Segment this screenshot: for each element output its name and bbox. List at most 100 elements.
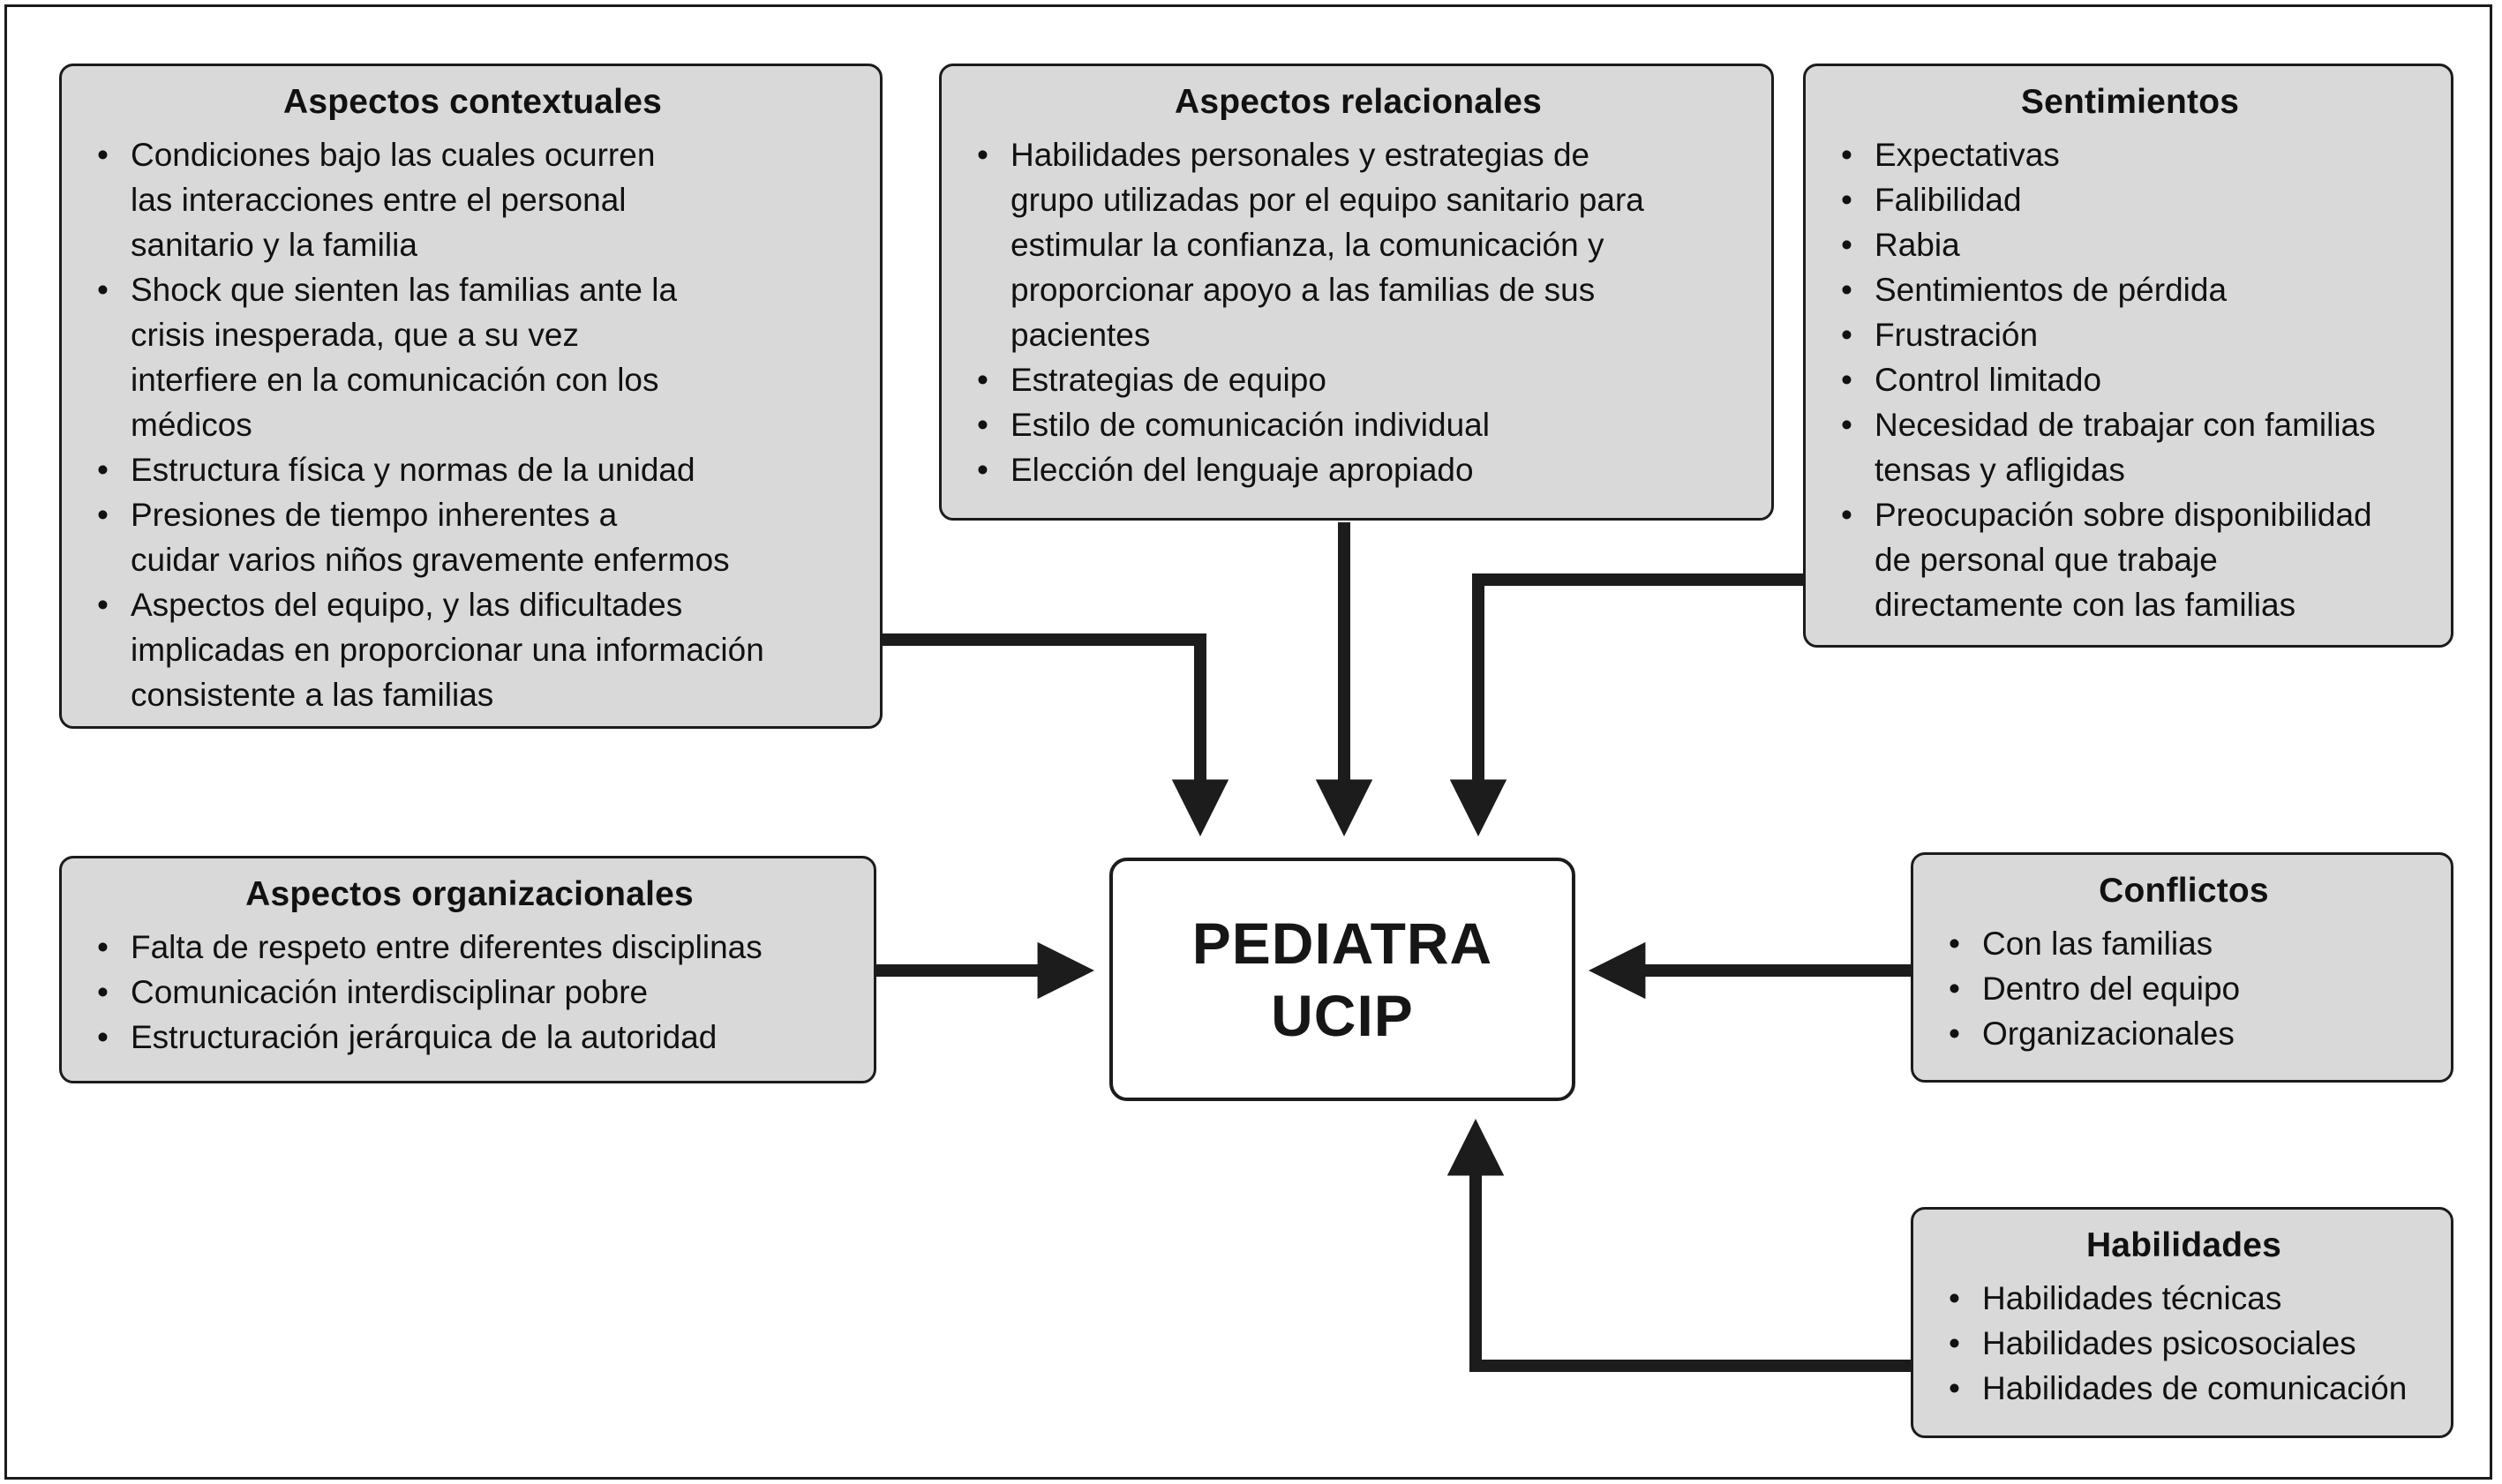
bullet-item: • Estrategias de equipo [965, 357, 1752, 402]
bullet-text: Habilidades personales y estrategias de … [1011, 136, 1644, 353]
bullet-icon: • [1841, 406, 1852, 443]
bullet-item: • Estructuración jerárquica de la autorid… [85, 1015, 854, 1060]
box-sentimientos: Sentimientos • Expectativas • Falibilidad • R… [1803, 64, 2453, 648]
bullet-icon: • [1949, 1324, 1960, 1361]
bullet-text: Preocupación sobre disponibilidad de per… [1875, 496, 2372, 623]
bullet-item: • Habilidades de comunicación [1936, 1366, 2431, 1411]
box-aspectos-organizacionales: Aspectos organizacionales • Falta de resp… [59, 856, 876, 1083]
bullet-icon: • [97, 496, 109, 533]
bullet-item: • Rabia [1829, 222, 2431, 267]
box-title: Aspectos organizacionales [245, 875, 694, 913]
bullet-text: Frustración [1875, 316, 2039, 353]
bullet-text: Shock que sienten las familias ante la c… [131, 271, 678, 443]
bullet-text: Comunicación interdisciplinar pobre [131, 973, 649, 1010]
bullet-text: Condiciones bajo las cuales ocurren las … [131, 136, 656, 263]
bullet-item: • Habilidades técnicas [1936, 1276, 2431, 1321]
box-title: Habilidades [2085, 1226, 2282, 1264]
bullet-item: • Presiones de tiempo inherentes a cuidar… [85, 492, 860, 582]
bullet-icon: • [1841, 136, 1852, 173]
bullet-item: • Aspectos del equipo, y las dificultades… [85, 582, 860, 717]
bullet-text: Organizacionales [1982, 1015, 2235, 1052]
arrow-habilidades-to-center [1446, 1119, 1911, 1372]
bullet-icon: • [1841, 181, 1852, 218]
bullet-text: Control limitado [1875, 361, 2102, 398]
bullet-list: • Habilidades personales y estrategias de… [965, 132, 1752, 492]
bullet-text: Habilidades técnicas [1982, 1279, 2282, 1316]
bullet-text: Presiones de tiempo inherentes a cuidar … [131, 496, 730, 578]
bullet-text: Necesidad de trabajar con familias tensa… [1875, 406, 2376, 488]
bullet-item: • Falta de respeto entre diferentes disci… [85, 925, 854, 970]
bullet-list: • Falta de respeto entre diferentes disci… [85, 925, 854, 1060]
bullet-list: • Habilidades técnicas • Habilidades psicos… [1936, 1276, 2431, 1411]
bullet-icon: • [977, 451, 988, 488]
bullet-item: • Elección del lenguaje apropiado [965, 447, 1752, 492]
bullet-icon: • [1841, 226, 1852, 263]
bullet-item: • Sentimientos de pérdida [1829, 267, 2431, 312]
bullet-icon: • [97, 136, 109, 173]
bullet-text: Expectativas [1875, 136, 2060, 173]
bullet-text: Habilidades de comunicación [1982, 1369, 2408, 1406]
bullet-icon: • [97, 1018, 109, 1055]
bullet-item: • Falibilidad [1829, 177, 2431, 222]
bullet-text: Habilidades psicosociales [1982, 1324, 2356, 1361]
bullet-text: Falta de respeto entre diferentes discip… [131, 928, 763, 965]
bullet-text: Sentimientos de pérdida [1875, 271, 2228, 308]
bullet-item: • Comunicación interdisciplinar pobre [85, 970, 854, 1015]
bullet-item: • Condiciones bajo las cuales ocurren las… [85, 132, 860, 267]
bullet-icon: • [1949, 925, 1960, 962]
bullet-item: • Organizacionales [1936, 1011, 2431, 1056]
bullet-icon: • [1841, 316, 1852, 353]
bullet-list: • Condiciones bajo las cuales ocurren las… [85, 132, 860, 717]
bullet-icon: • [977, 406, 988, 443]
center-box-label: PEDIATRA UCIP [1191, 910, 1493, 1049]
bullet-text: Estrategias de equipo [1011, 361, 1326, 398]
box-title: Sentimientos [2020, 83, 2240, 121]
bullet-icon: • [97, 928, 109, 965]
bullet-text: Falibilidad [1875, 181, 2022, 218]
bullet-item: • Shock que sienten las familias ante la … [85, 267, 860, 447]
bullet-icon: • [1841, 361, 1852, 398]
bullet-icon: • [1949, 1369, 1960, 1406]
center-box-pediatra-ucip: PEDIATRA UCIP [1109, 858, 1575, 1101]
box-title: Conflictos [2099, 872, 2269, 910]
bullet-item: • Habilidades personales y estrategias de… [965, 132, 1752, 357]
bullet-item: • Con las familias [1936, 921, 2431, 966]
bullet-item: • Preocupación sobre disponibilidad de pe… [1829, 492, 2431, 627]
bullet-icon: • [1841, 271, 1852, 308]
bullet-icon: • [1949, 1279, 1960, 1316]
bullet-icon: • [1949, 970, 1960, 1007]
box-title: Aspectos relacionales [1174, 83, 1543, 121]
bullet-text: Elección del lenguaje apropiado [1011, 451, 1474, 488]
bullet-item: • Necesidad de trabajar con familias tens… [1829, 402, 2431, 492]
bullet-icon: • [97, 451, 109, 488]
bullet-text: Estilo de comunicación individual [1011, 406, 1490, 443]
bullet-list: • Con las familias • Dentro del equipo • Orga… [1936, 921, 2431, 1056]
bullet-icon: • [97, 271, 109, 308]
bullet-list: • Expectativas • Falibilidad • Rabia • Sentimie… [1829, 132, 2431, 627]
box-habilidades: Habilidades • Habilidades técnicas • Habili… [1911, 1207, 2453, 1438]
bullet-text: Aspectos del equipo, y las dificultades … [131, 586, 764, 713]
box-aspectos-contextuales: Aspectos contextuales •Condiciones bajo … [59, 64, 883, 729]
bullet-icon: • [97, 586, 109, 623]
bullet-icon: • [977, 136, 988, 173]
bullet-item: • Expectativas [1829, 132, 2431, 177]
bullet-item: • Estructura física y normas de la unidad [85, 447, 860, 492]
bullet-text: Estructura física y normas de la unidad [131, 451, 695, 488]
bullet-item: • Frustración [1829, 312, 2431, 357]
bullet-icon: • [1841, 496, 1852, 533]
bullet-item: • Dentro del equipo [1936, 966, 2431, 1011]
arrow-sentimientos-to-center [1449, 573, 1803, 836]
arrow-contextuales-to-center [883, 633, 1229, 836]
box-aspectos-relacionales: Aspectos relacionales • Habilidades perso… [939, 64, 1774, 521]
bullet-icon: • [97, 973, 109, 1010]
bullet-text: Con las familias [1982, 925, 2213, 962]
bullet-text: Rabia [1875, 226, 1960, 263]
bullet-text: Dentro del equipo [1982, 970, 2241, 1007]
bullet-item: • Control limitado [1829, 357, 2431, 402]
bullet-item: • Estilo de comunicación individual [965, 402, 1752, 447]
bullet-icon: • [1949, 1015, 1960, 1052]
bullet-text: Estructuración jerárquica de la autorida… [131, 1018, 718, 1055]
bullet-icon: • [977, 361, 988, 398]
